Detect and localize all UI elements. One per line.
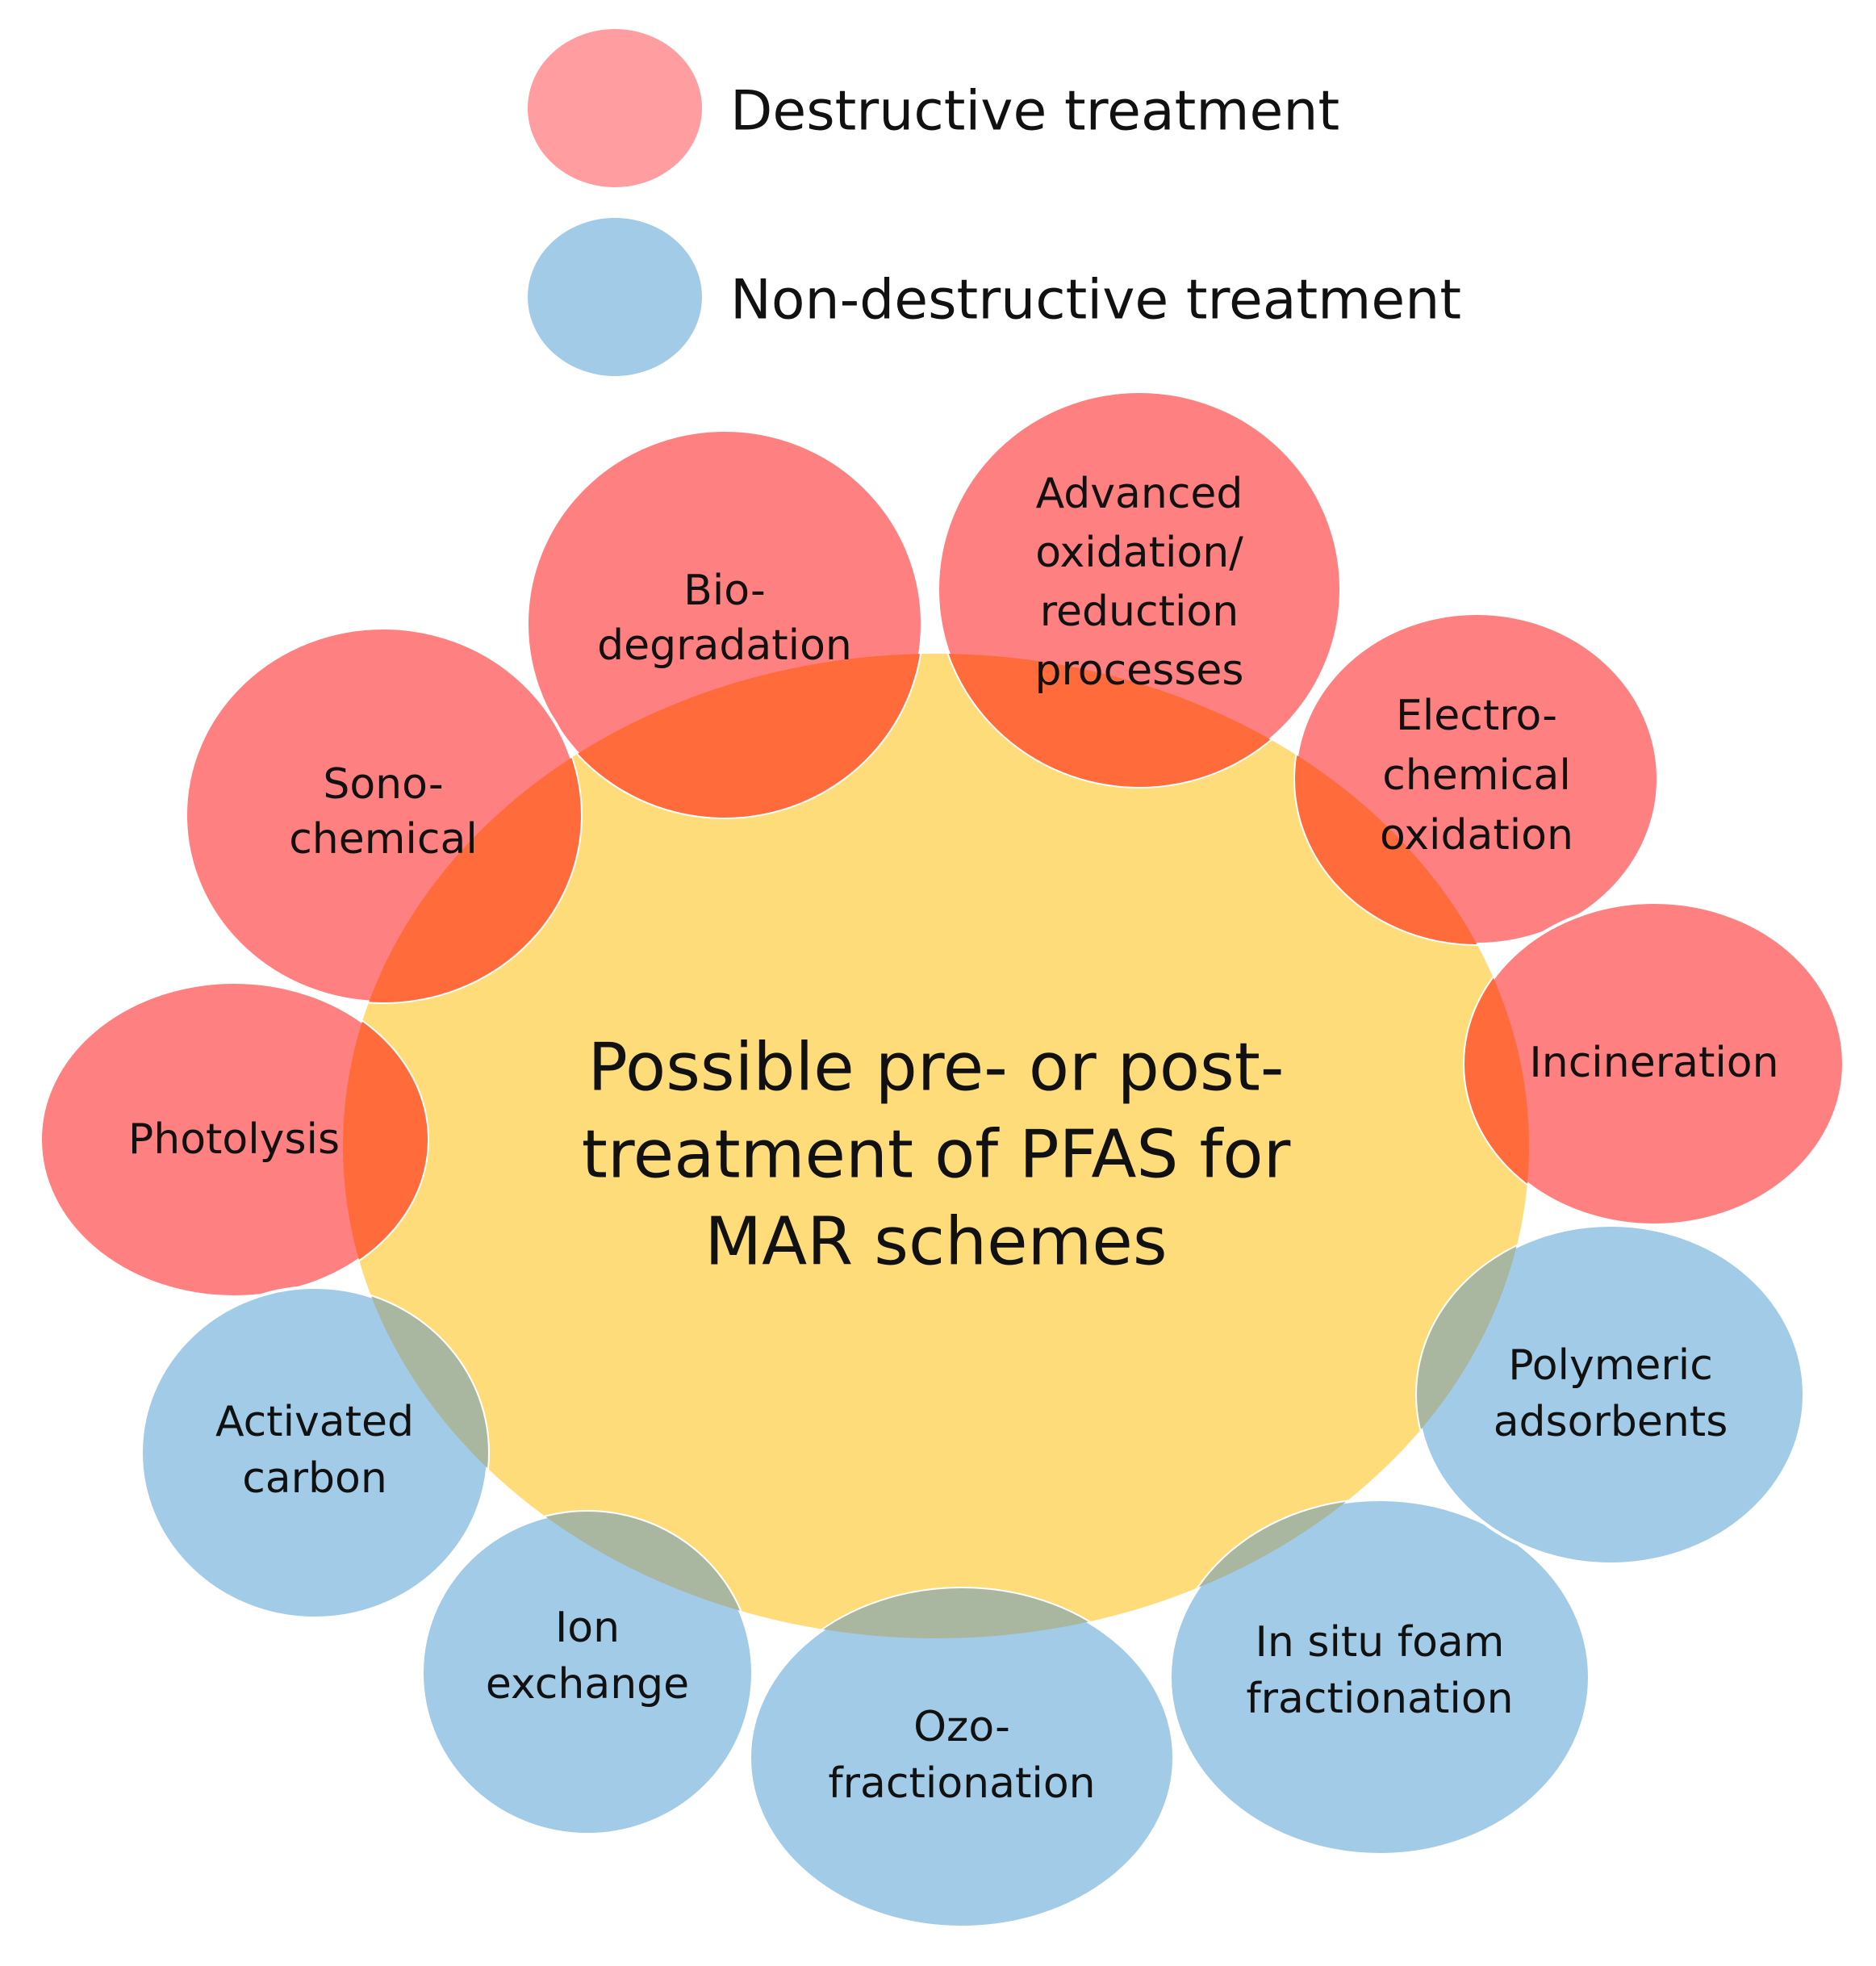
outer-circles [39, 390, 1845, 1929]
treatment-label-line: Polymeric [1508, 1341, 1713, 1390]
legend-destructive-label: Destructive treatment [730, 80, 1339, 144]
treatment-label-incineration: Incineration [1529, 1039, 1778, 1087]
treatment-label-in-situ-foam-fractionation: In situ foam fractionation [1246, 1618, 1513, 1723]
treatment-label-photolysis: Photolysis [128, 1115, 340, 1164]
treatment-label-line: oxidation/ [1035, 529, 1243, 577]
treatment-label-line: Electro- [1396, 692, 1557, 740]
treatment-label-line: adsorbents [1494, 1398, 1728, 1446]
treatment-label-line: Ion [555, 1604, 620, 1652]
treatment-circle-in-situ-foam-fractionation [1168, 1498, 1591, 1856]
treatment-label-line: Activated [215, 1398, 414, 1446]
treatment-label-biodegradation: Bio-degradation [597, 567, 852, 670]
treatment-label-line: carbon [242, 1454, 387, 1503]
treatment-label-ozo-fractionation: Ozo-fractionation [828, 1703, 1095, 1808]
treatment-label-sonochemical: Sono-chemical [289, 760, 478, 864]
treatment-label-line: Bio- [683, 567, 766, 615]
treatment-circle-ozo-fractionation [748, 1587, 1176, 1929]
treatment-label-ion-exchange: Ion exchange [486, 1604, 689, 1709]
legend-destructive-swatch [528, 29, 702, 187]
treatment-label-line: In situ foam [1256, 1618, 1505, 1667]
treatment-label-line: fractionation [1246, 1675, 1513, 1723]
treatment-label-line: exchange [486, 1660, 689, 1709]
treatment-label-line: Sono- [323, 760, 443, 809]
treatment-label-line: Incineration [1529, 1039, 1778, 1087]
treatment-label-line: chemical [289, 815, 478, 864]
treatment-label-line: degradation [597, 621, 852, 670]
treatment-label-line: fractionation [828, 1759, 1095, 1808]
legend-nondestructive-swatch [528, 218, 702, 376]
legend-nondestructive-label: Non-destructive treatment [730, 269, 1461, 333]
center-label-line: treatment of PFAS for [582, 1116, 1291, 1193]
treatment-label-activated-carbon: Activated carbon [215, 1398, 414, 1503]
treatment-label-line: Photolysis [128, 1115, 340, 1164]
center-label-line: Possible pre- or post- [588, 1029, 1285, 1106]
treatment-label-advanced-oxidation: Advanced oxidation/reduction processes [1035, 470, 1244, 695]
outer-labels: Bio-degradation Advanced oxidation/reducti… [128, 470, 1779, 1808]
center-ellipse [343, 654, 1529, 1638]
treatment-label-line: processes [1035, 646, 1244, 695]
treatment-label-line: Ozo- [913, 1703, 1010, 1751]
treatment-label-line: Advanced [1036, 470, 1243, 518]
treatment-label-electrochemical-oxidation: Electro-chemical oxidation [1380, 692, 1573, 860]
treatment-label-line: chemical [1382, 751, 1571, 800]
center-label: Possible pre- or post-treatment of PFAS … [582, 1029, 1291, 1280]
treatment-label-polymeric-adsorbents: Polymeric adsorbents [1494, 1341, 1728, 1446]
legend: Destructive treatment Non-destructive tr… [528, 29, 1461, 376]
treatment-label-line: reduction [1040, 588, 1239, 636]
center-label-line: MAR schemes [704, 1203, 1167, 1280]
treatment-label-line: oxidation [1380, 811, 1573, 860]
